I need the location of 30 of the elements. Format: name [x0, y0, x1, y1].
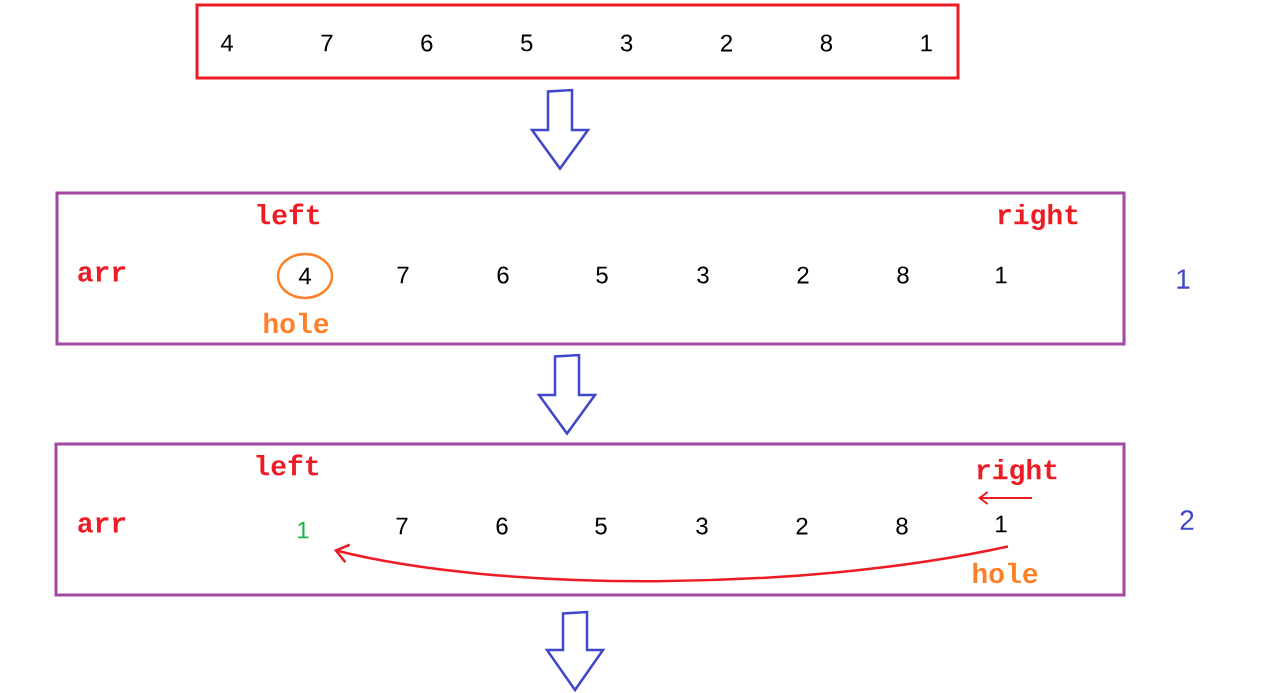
step-number: 2 — [1180, 510, 1194, 530]
pointer-label: right — [977, 458, 1057, 486]
pointer-label: left — [257, 203, 319, 225]
array-number: 8 — [896, 517, 908, 535]
array-number: 1 — [298, 521, 309, 539]
circled-number: 4 — [276, 252, 334, 300]
block-arrow — [529, 88, 591, 171]
curved-arrow — [333, 543, 1009, 583]
array-number: 6 — [496, 517, 508, 535]
array-label: arr — [78, 266, 126, 282]
array-number: 2 — [796, 517, 808, 535]
step-number: 1 — [1177, 269, 1190, 289]
array-number: 6 — [497, 266, 509, 284]
block-arrow — [544, 610, 606, 693]
array-number: 5 — [596, 266, 608, 284]
array-number: 1 — [996, 266, 1007, 284]
array-number: 2 — [797, 266, 809, 284]
block-arrow — [536, 353, 598, 436]
number-box: 4 7 6 5 3 2 8 1 — [195, 3, 960, 80]
array-number: 1 — [996, 515, 1007, 533]
array-number: 8 — [897, 266, 909, 284]
array-number: 5 — [595, 517, 607, 535]
array-number: 7 — [396, 517, 408, 535]
pointer-label: right — [998, 203, 1078, 231]
hole-label: hole — [973, 562, 1038, 584]
array-number: 3 — [697, 266, 709, 284]
array-label: arr — [78, 517, 126, 533]
array-number: 3 — [696, 517, 708, 535]
pointer-label: left — [256, 454, 318, 476]
array-number: 7 — [397, 266, 409, 284]
